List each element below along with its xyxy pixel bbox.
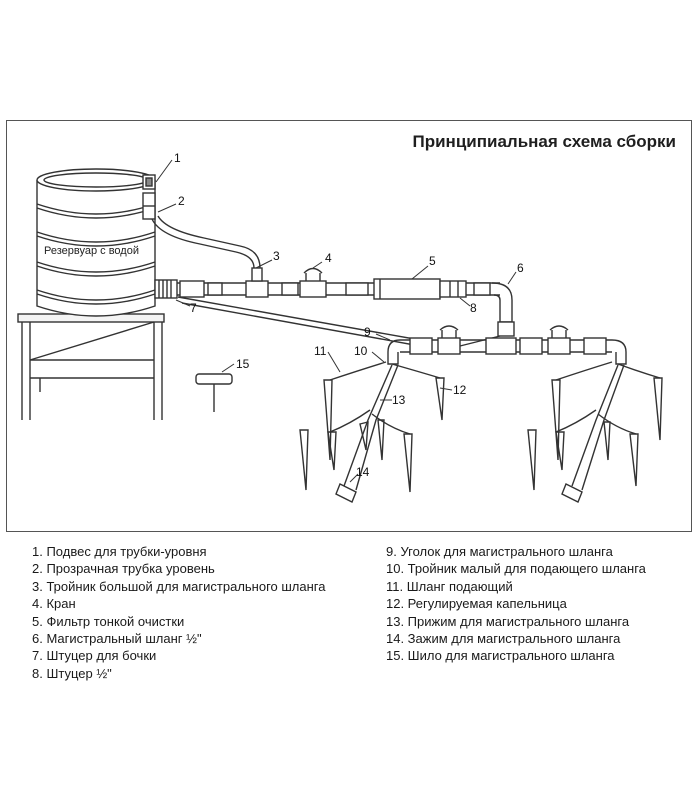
awl-tool: [195, 373, 233, 412]
callout-8: 8: [470, 301, 477, 315]
callout-6: 6: [517, 261, 524, 275]
main-hose-line: [177, 267, 515, 337]
callout-4: 4: [325, 251, 332, 265]
legend-item: 15. Шило для магистрального шланга: [386, 648, 615, 664]
assembly-diagram: 1 2 3 4 5 6 7 8 9 10 11 12 13 14 15: [17, 151, 663, 503]
branch-line: [177, 296, 627, 365]
legend-item: 7. Штуцер для бочки: [32, 648, 157, 664]
callout-10: 10: [354, 344, 368, 358]
legend-left: 1. Подвес для трубки-уровня 2. Прозрачна…: [32, 543, 326, 682]
legend-item: 10. Тройник малый для подающего шланга: [386, 561, 646, 577]
drip-group-right: [527, 361, 663, 503]
callout-13: 13: [392, 393, 406, 407]
level-tube: [151, 215, 261, 269]
drip-group-left: [299, 361, 445, 503]
water-tank: [36, 168, 156, 317]
callout-12: 12: [453, 383, 467, 397]
legend-item: 13. Прижим для магистрального шланга: [386, 613, 630, 629]
callout-2: 2: [178, 194, 185, 208]
callout-1: 1: [174, 151, 181, 165]
callout-15: 15: [236, 357, 250, 371]
tank-label: Резервуар с водой: [44, 245, 139, 257]
legend-item: 8. Штуцер ½": [32, 665, 112, 681]
legend-item: 9. Уголок для магистрального шланга: [386, 544, 613, 559]
legend-item: 1. Подвес для трубки-уровня: [32, 544, 207, 559]
legend-right: 9. Уголок для магистрального шланга 10. …: [386, 543, 646, 665]
callout-5: 5: [429, 254, 436, 268]
tank-stand: [17, 313, 165, 420]
legend-item: 11. Шланг подающий: [386, 578, 513, 594]
legend-item: 14. Зажим для магистрального шланга: [386, 631, 621, 647]
legend-item: 3. Тройник большой для магистрального шл…: [32, 578, 326, 594]
legend-item: 6. Магистральный шланг ½": [32, 631, 202, 647]
callout-leaders: [155, 159, 517, 483]
level-hanger: [142, 174, 156, 220]
callout-3: 3: [273, 249, 280, 263]
callout-14: 14: [356, 465, 370, 479]
callout-11: 11: [314, 344, 327, 358]
callout-9: 9: [364, 325, 371, 339]
diagram-frame: [6, 120, 692, 532]
legend-item: 4. Кран: [32, 596, 76, 612]
barrel-fitting: [154, 279, 178, 299]
legend-item: 5. Фильтр тонкой очистки: [32, 613, 185, 629]
diagram-title: Принципиальная схема сборки: [412, 132, 677, 151]
callout-7: 7: [190, 301, 197, 315]
legend-item: 2. Прозрачная трубка уровень: [32, 561, 215, 577]
legend-item: 12. Регулируемая капельница: [386, 596, 567, 612]
